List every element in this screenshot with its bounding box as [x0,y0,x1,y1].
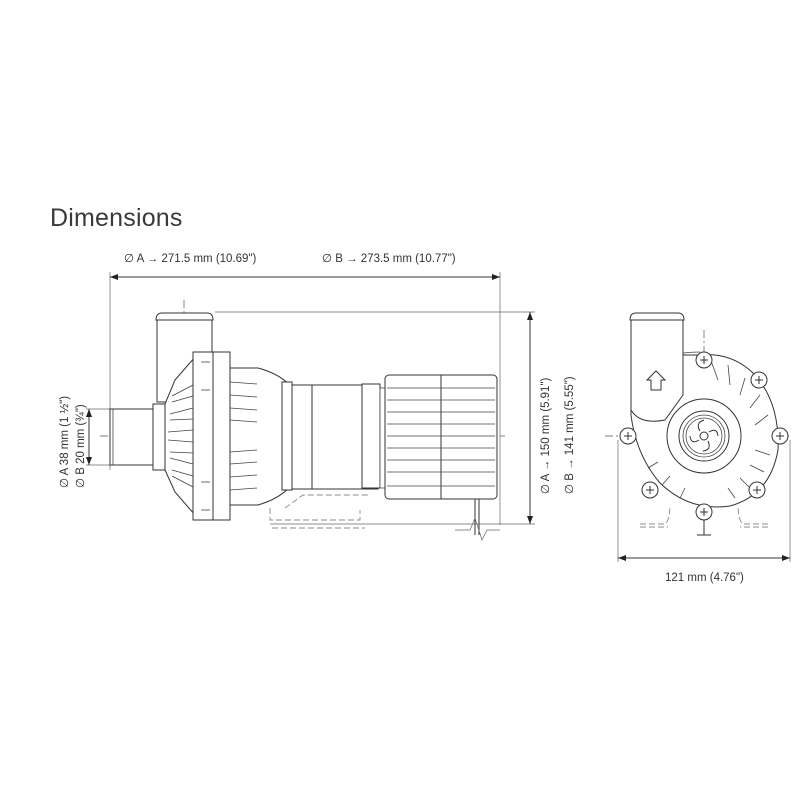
motor-neck [281,381,386,491]
side-view: ∅ A → 271.5 mm (10.69") ∅ B → 273.5 mm (… [59,253,576,541]
height-label-b: ∅ B → 141 mm (5.55") [564,376,576,494]
mounting-screws [619,351,789,521]
page-title: Dimensions [50,204,183,232]
inlet-dimension: ∅ A 38 mm (1 ½") ∅ B 20 mm (¾") [59,396,110,488]
mounting-base-hidden [269,494,370,529]
screw-icon [695,503,713,521]
screw-icon [750,371,768,389]
inlet-port [109,403,166,471]
front-outlet-port [629,312,685,422]
inlet-label-a: ∅ A 38 mm (1 ½") [59,396,71,488]
screw-icon [619,427,637,445]
height-dimension: ∅ A → 150 mm (5.91") ∅ B → 141 mm (5.55"… [215,311,576,525]
width-label: 121 mm (4.76") [665,572,744,584]
front-view: 121 mm (4.76") [605,312,791,584]
length-label-a: ∅ A → 271.5 mm (10.69") [124,253,257,265]
screw-icon [695,351,713,369]
length-dimension: ∅ A → 271.5 mm (10.69") ∅ B → 273.5 mm (… [109,253,501,525]
height-label-a: ∅ A → 150 mm (5.91") [540,377,552,494]
motor-body [384,374,500,541]
impeller [689,419,719,452]
up-arrow-icon [645,370,667,391]
screw-icon [748,481,766,499]
screw-icon [771,427,789,445]
width-dimension: 121 mm (4.76") [617,440,791,584]
length-label-b: ∅ B → 273.5 mm (10.77") [322,253,456,265]
pump-head [164,351,301,521]
inlet-label-b: ∅ B 20 mm (¾") [75,404,87,488]
screw-icon [641,481,659,499]
